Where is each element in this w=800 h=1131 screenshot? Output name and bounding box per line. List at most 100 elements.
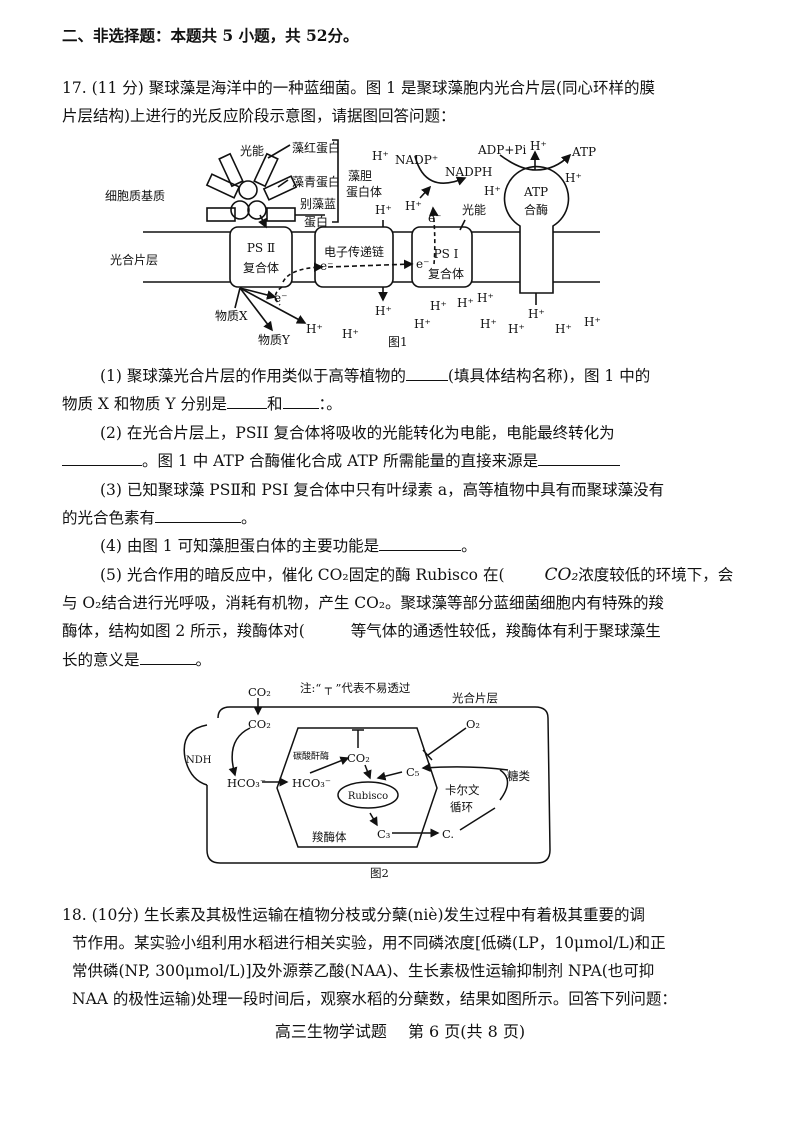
label-allophycocyanin-2: 蛋白 [304, 214, 328, 229]
q17-p5-text: (5) 光合作用的暗反应中，催化 CO₂固定的酶 Rubisco 在( [100, 566, 505, 584]
q18-stem-line2: 节作用。某实验小组利用水稻进行相关实验，用不同磷浓度[低磷(LP，10μmol/… [72, 934, 666, 952]
q17-part4: (4) 由图 1 可知藻胆蛋白体的主要功能是。 [100, 536, 477, 556]
label-substance-x: 物质X [215, 309, 248, 323]
label-co2-inner: CO₂ [347, 751, 370, 765]
label-adp-pi: ADP+Pi [477, 143, 526, 157]
q17-p3-text: 的光合色素有 [62, 509, 156, 527]
q17-p4-text: 。 [461, 537, 477, 555]
h-ion: H⁺ [414, 317, 431, 331]
q17-part5-line4: 长的意义是 。 [62, 650, 211, 670]
q17-stem-line2: 片层结构)上进行的光反应阶段示意图，请据图回答问题： [62, 107, 456, 125]
label-electron: e⁻ [320, 259, 333, 273]
label-carbonic-anhydrase: 碳酸酐酶 [293, 750, 329, 762]
label-atp-synthase-2: 合酶 [524, 202, 548, 217]
psi-complex [411, 226, 473, 288]
label-light-energy-2: 光能 [462, 203, 486, 217]
answer-blank[interactable] [282, 394, 319, 409]
q17-part1-line2: 物质 X 和物质 Y 分别是 和 ：。 [62, 394, 342, 414]
label-lamella: 光合片层 [452, 691, 498, 705]
label-c5: C₅ [406, 765, 420, 779]
label-calvin-1: 卡尔文 [445, 783, 480, 797]
h-ion: H⁺ [430, 299, 447, 313]
figure-2-note: 注:“ ┬ ”代表不易透过 [300, 681, 411, 696]
h-ion: H⁺ [477, 291, 494, 305]
q18-stem-line4: NAA 的极性运输)处理一段时间后，观察水稻的分蘖数，结果如图所示。回答下列问题… [72, 990, 677, 1008]
ndh-icon [183, 724, 208, 786]
answer-blank[interactable] [139, 650, 196, 665]
rubisco-enzyme [337, 781, 399, 809]
figure-2-caption: 图2 [370, 866, 389, 880]
answer-blank[interactable] [405, 366, 448, 381]
q17-stem-line1: 17. (11 分) 聚球藻是海洋中的一种蓝细菌。图 1 是聚球藻胞内光合片层(… [62, 79, 656, 97]
label-o2: O₂ [466, 717, 480, 731]
label-psii-2: 复合体 [243, 260, 279, 275]
h-ion: H⁺ [375, 203, 392, 217]
figure-1-caption: 图1 [388, 335, 408, 349]
label-sugar: 糖类 [507, 769, 530, 783]
h-ion: H⁺ [375, 304, 392, 318]
answer-blank[interactable] [226, 394, 267, 409]
q17-part1-line1: (1) 聚球藻光合片层的作用类似于高等植物的 (填具体结构名称)，图 1 中的 [100, 366, 650, 386]
electron-transport-chain [314, 226, 394, 288]
q17-p1-text: (填具体结构名称)，图 1 中的 [447, 367, 651, 385]
h-ion: H⁺ [405, 199, 422, 213]
answer-blank[interactable] [62, 451, 142, 466]
h-ion: H⁺ [584, 315, 601, 329]
q17-part2-line1: (2) 在光合片层上，PSII 复合体将吸收的光能转化为电能，电能最终转化为 [100, 424, 615, 442]
q17-p5-text: 长的意义是 [62, 651, 140, 669]
label-hco3: HCO₃⁻ [227, 776, 266, 790]
h-ion: H⁺ [484, 184, 501, 198]
q17-p1-text: ：。 [318, 395, 342, 413]
q18-stem-line3: 常供磷(NP, 300μmol/L)]及外源萘乙酸(NAA)、生长素极性运输抑制… [72, 962, 655, 980]
label-ndh: NDH [186, 755, 212, 766]
label-substance-y: 物质Y [258, 333, 291, 347]
label-phycoerythrin: 藻红蛋白 [292, 140, 340, 155]
q17-p5-text: 浓度较低的环境下，会 [578, 566, 734, 584]
figure-2-diagram: 注:“ ┬ ”代表不易透过 光合片层 CO₂ CO₂ NDH HCO₃⁻ HCO… [183, 681, 551, 880]
q17-part5-line3: 酶体，结构如图 2 所示，羧酶体对(等气体的通透性较低，羧酶体有利于聚球藻生 [62, 621, 661, 641]
q17-p3-text: 。 [241, 509, 257, 527]
psii-complex [229, 226, 293, 288]
h-ion-labels: H⁺ H⁺ H⁺ H⁺ H⁺ H⁺ H⁺ H⁺ H⁺ H⁺ H⁺ H⁺ H⁺ H… [306, 139, 601, 341]
answer-blank[interactable] [379, 536, 462, 551]
section-title: 二、非选择题：本题共 5 小题，共 52分。 [62, 26, 359, 45]
label-atp-synthase-1: ATP [523, 185, 548, 199]
h-ion: H⁺ [372, 149, 389, 163]
answer-blank[interactable] [155, 508, 242, 523]
label-phycobilisome-1: 藻胆 [348, 169, 372, 183]
answer-blank[interactable] [538, 451, 621, 466]
label-atp: ATP [571, 145, 596, 159]
lamella-membrane [206, 706, 551, 864]
h-ion: H⁺ [508, 322, 525, 336]
label-allophycocyanin-1: 别藻蓝 [300, 197, 336, 211]
h-ion: H⁺ [528, 307, 545, 321]
label-c-dot: C. [442, 827, 454, 841]
q17-part3-line1: (3) 已知聚球藻 PSⅡ和 PSI 复合体中只有叶绿素 a，高等植物中具有而聚… [100, 481, 665, 499]
label-nadph: NADPH [445, 165, 492, 179]
q17-part5-line1: (5) 光合作用的暗反应中，催化 CO₂固定的酶 Rubisco 在(CO₂浓度… [100, 565, 733, 585]
label-electron: e⁻ [416, 257, 429, 271]
label-phycocyanin: 藻青蛋白 [292, 174, 340, 189]
label-calvin-2: 循环 [450, 800, 473, 814]
label-co2: CO₂ [248, 717, 271, 731]
q17-p1-text: 物质 X 和物质 Y 分别是 [62, 395, 227, 413]
label-phycobilisome-2: 蛋白体 [346, 184, 382, 199]
h-ion: H⁺ [555, 322, 572, 336]
label-cytoplasm: 细胞质基质 [105, 189, 165, 203]
label-psi-1: PS Ⅰ [434, 247, 459, 261]
label-etc: 电子传递链 [324, 244, 384, 259]
label-co2: CO₂ [248, 685, 271, 699]
q18-stem-line1: 18. (10分) 生长素及其极性运输在植物分枝或分蘖(niè)发生过程中有着极… [62, 906, 646, 924]
carboxysome-shell [276, 727, 438, 848]
figure-1-diagram: 细胞质基质 光合片层 光能 藻红蛋白 藻青蛋白 别藻蓝 蛋白 藻胆 蛋白体 PS… [105, 139, 601, 349]
q17-part3-line2: 的光合色素有 。 [62, 508, 257, 528]
label-rubisco: Rubisco [348, 791, 388, 802]
h-ion: H⁺ [306, 322, 323, 336]
q17-p5-text: 。 [195, 651, 212, 669]
label-lamella: 光合片层 [110, 252, 158, 267]
q17-p1-text: 和 [266, 395, 283, 413]
label-carboxysome: 羧酶体 [312, 830, 347, 844]
q17-p1-text: (1) 聚球藻光合片层的作用类似于高等植物的 [100, 367, 406, 385]
h-ion: H⁺ [457, 296, 474, 310]
label-c3: C₃ [377, 827, 391, 841]
